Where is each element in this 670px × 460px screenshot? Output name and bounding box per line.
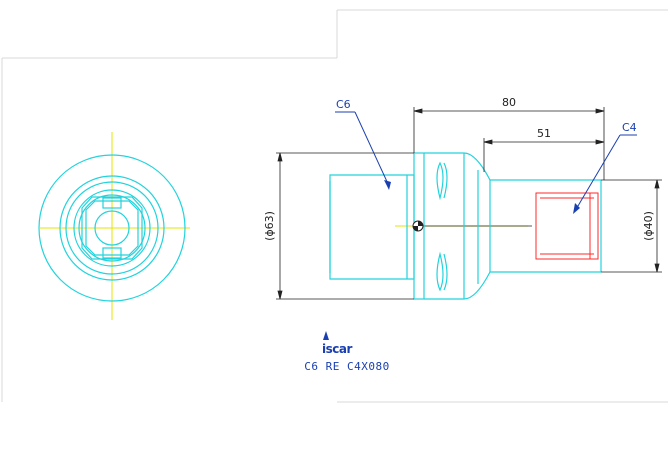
part-number: C6 RE C4X080 (304, 360, 389, 373)
callout-c4: C4 (622, 121, 637, 134)
callout-leaders (335, 111, 637, 212)
dim-shank-length: 51 (537, 127, 551, 140)
sheet-frame (1, 9, 668, 403)
body-flange (413, 152, 491, 300)
dim-overall-length: 80 (502, 96, 516, 109)
c4-hidden-bore (535, 192, 599, 260)
brand-logo-text: iscar (322, 342, 352, 356)
end-view-centerlines (40, 132, 190, 320)
brand-logo: iscar (322, 331, 353, 356)
keyway-slots (436, 161, 448, 292)
side-view (329, 152, 602, 300)
center-ball (412, 220, 424, 232)
c4-output (490, 179, 602, 273)
end-view (38, 132, 190, 320)
dimensions (276, 107, 662, 300)
end-view-circles (38, 154, 186, 302)
dim-minor-diameter: (ϕ40) (642, 211, 655, 241)
c6-leader-arrow (384, 180, 391, 190)
callout-c6: C6 (336, 98, 351, 111)
c6-shank (329, 174, 415, 280)
end-view-inner-profile (81, 196, 143, 260)
c4-leader-arrow (573, 203, 580, 214)
dim-major-diameter: (ϕ63) (263, 211, 276, 241)
